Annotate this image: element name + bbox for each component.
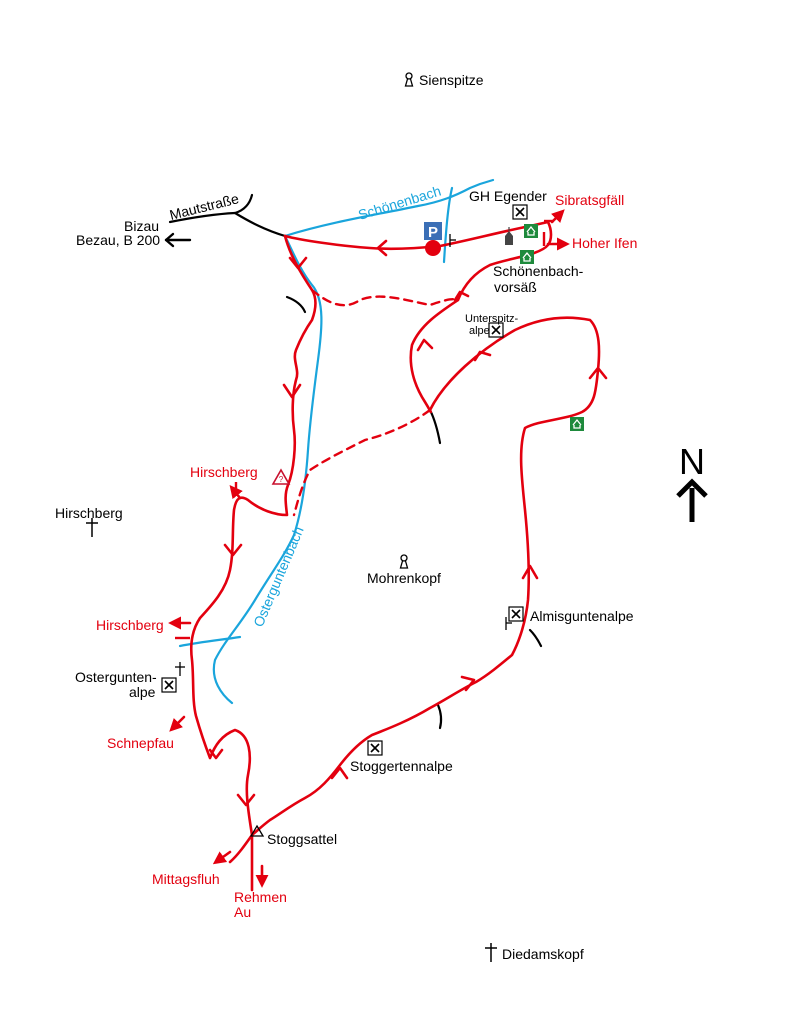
- osterguntenbach-tributary: [178, 635, 242, 648]
- label-sienspitze: Sienspitze: [419, 72, 484, 88]
- label-unterspitzalpe-1: Unterspitz-: [465, 313, 519, 325]
- label-gh-egender: GH Egender: [469, 188, 547, 204]
- arrow-loop-up-1: [416, 338, 434, 352]
- north-label: N: [679, 441, 705, 482]
- peak-marker-icon: [404, 72, 414, 87]
- label-stoggsattel: Stoggsattel: [267, 831, 337, 847]
- wayside-cross-icon: [449, 234, 456, 247]
- label-schnepfau: Schnepfau: [107, 735, 174, 751]
- arrow-loop-up-3: [588, 366, 608, 380]
- label-mautstrasse: Mautstraße: [168, 190, 241, 223]
- arrow-descent-2: [282, 383, 302, 399]
- summit-cross-icon: [86, 518, 98, 537]
- north-arrow-icon: [676, 478, 708, 522]
- restaurant-icon: [508, 606, 524, 622]
- label-osterguntenbach: Osterguntenbach: [250, 524, 307, 629]
- wayside-cross-icon: [505, 617, 512, 630]
- restaurant-icon: [161, 677, 177, 693]
- streams: [178, 178, 495, 705]
- label-unterspitzalpe-2: alpe: [469, 325, 490, 337]
- road-to-junction: [233, 211, 287, 238]
- hut-icon: [570, 417, 584, 431]
- restaurant-icon: [512, 204, 528, 220]
- label-bezau: Bezau, B 200: [76, 232, 160, 248]
- label-stoggertennalpe: Stoggertennalpe: [350, 758, 453, 774]
- parking-label: P: [428, 224, 438, 241]
- label-schoenenbach-vorsaess-2: vorsäß: [494, 279, 537, 295]
- route-main-north: [283, 220, 550, 251]
- road-spur-unterspitz: [428, 408, 442, 445]
- exit-arrow-schnepfau: [169, 715, 186, 732]
- label-almisguntenalpe: Almisguntenalpe: [530, 608, 634, 624]
- dashed-route-middle: [292, 408, 432, 517]
- arrow-loop-up-5: [460, 675, 476, 692]
- arrow-loop-up-7: [453, 290, 470, 302]
- chapel-icon: [505, 227, 513, 245]
- arrow-descent-1: [288, 256, 308, 270]
- route-big-east-loop: [250, 316, 601, 837]
- schoenenbach-stream: [283, 178, 495, 238]
- label-hirschberg-route-2: Hirschberg: [96, 617, 164, 633]
- arrow-descent-4: [236, 793, 256, 807]
- svg-text:?: ?: [279, 475, 284, 484]
- parking-icon: P: [424, 222, 442, 241]
- wayside-cross-icon: [175, 662, 185, 676]
- road-spur-stoggertenn: [436, 703, 443, 730]
- hut-icon: [524, 224, 538, 238]
- dashed-route-north: [310, 288, 460, 307]
- label-au: Au: [234, 904, 251, 920]
- label-osterguntenalpe-2: alpe: [129, 684, 156, 700]
- road-spur-north: [285, 295, 307, 314]
- route-direction-arrows: [208, 239, 608, 807]
- arrow-loop-up-2: [473, 350, 492, 362]
- arrow-descent-5: [208, 748, 224, 760]
- road-spur-almisgunten: [528, 628, 543, 648]
- summit-cross-icon: [485, 943, 497, 962]
- label-hoher-ifen: Hoher Ifen: [572, 235, 637, 251]
- pass-triangle-icon: [249, 824, 265, 837]
- label-diedamskopf: Diedamskopf: [502, 946, 584, 962]
- label-schoenenbach-vorsaess-1: Schönenbach-: [493, 263, 584, 279]
- warning-triangle-icon: ?: [271, 468, 291, 485]
- map-labels: Sienspitze Mautstraße Bizau Bezau, B 200…: [55, 72, 637, 962]
- restaurant-icon: [367, 740, 383, 756]
- restaurant-icon: [488, 322, 504, 338]
- label-mittagsfluh: Mittagsfluh: [152, 871, 220, 887]
- peak-marker-icon: [399, 554, 409, 569]
- exit-arrow-mittagsfluh: [212, 850, 232, 865]
- arrow-main-west: [376, 239, 388, 257]
- dashed-routes: [292, 288, 460, 517]
- exit-arrows: [168, 209, 570, 888]
- route-south-spur-mittagsfluh: [228, 833, 254, 864]
- arrow-loop-up-4: [521, 564, 539, 580]
- arrow-loop-up-6: [330, 766, 349, 780]
- hut-icon: [520, 250, 534, 264]
- roads: [168, 193, 543, 730]
- label-sibratsgfaell: Sibratsgfäll: [555, 192, 624, 208]
- exit-tick-marks: [175, 219, 554, 640]
- label-hirschberg-peak: Hirschberg: [55, 505, 123, 521]
- bezau-arrow-icon: [164, 232, 192, 248]
- start-point-icon: [425, 240, 441, 256]
- routes: [189, 220, 601, 892]
- arrow-descent-3: [223, 543, 243, 557]
- label-hirschberg-route-1: Hirschberg: [190, 464, 258, 480]
- label-osterguntenalpe-1: Ostergunten-: [75, 669, 157, 685]
- label-bizau: Bizau: [124, 218, 159, 234]
- schoenenbach-tributary: [442, 186, 454, 264]
- label-mohrenkopf: Mohrenkopf: [367, 570, 441, 586]
- label-rehmen: Rehmen: [234, 889, 287, 905]
